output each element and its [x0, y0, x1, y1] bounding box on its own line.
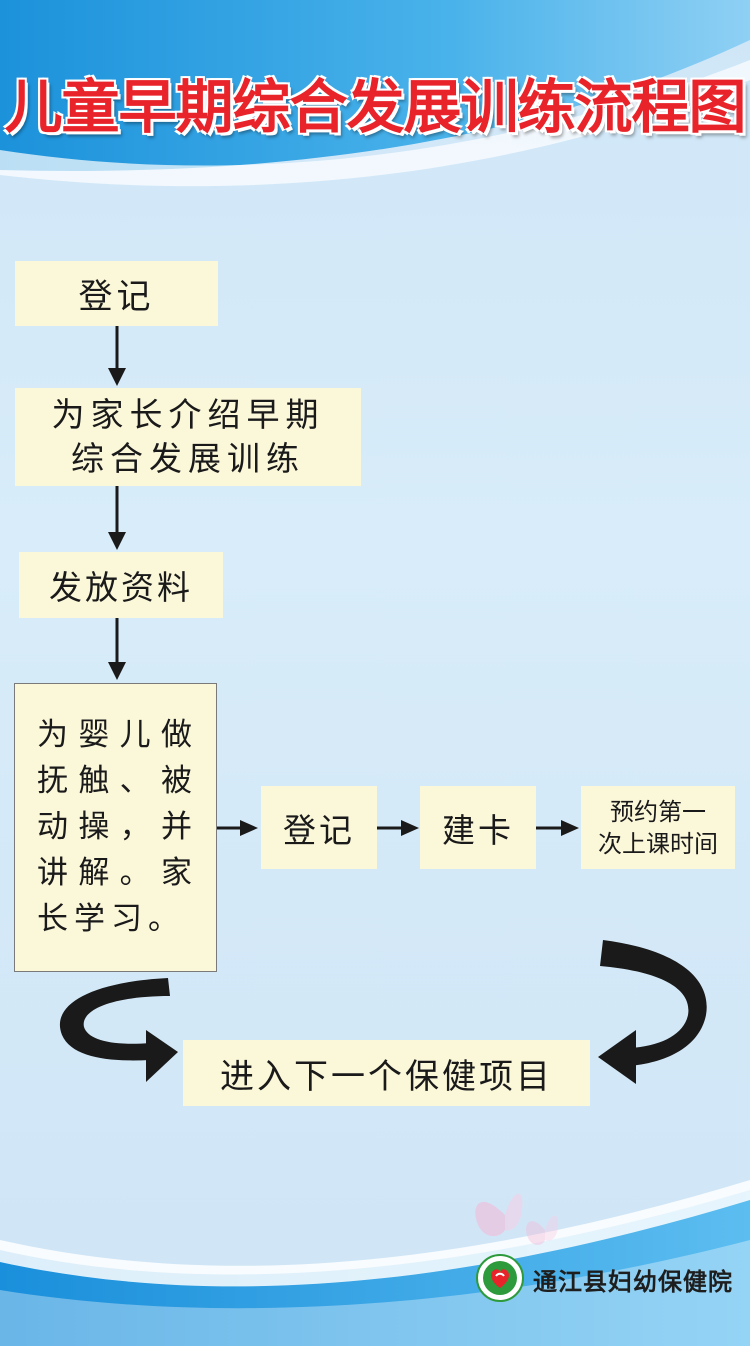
page-title: 儿童早期综合发展训练流程图	[4, 73, 746, 141]
step-appointment: 预约第一 次上课时间	[581, 786, 735, 869]
step-create-card: 建卡	[420, 786, 536, 869]
butterfly-icon	[475, 1193, 523, 1237]
step-intro-parents: 为家长介绍早期 综合发展训练	[15, 388, 361, 486]
butterfly-icon	[525, 1215, 559, 1245]
step-register-2: 登记	[261, 786, 377, 869]
step-distribute-materials: 发放资料	[19, 552, 223, 618]
curved-arrow-left	[59, 978, 178, 1082]
organization-name: 通江县妇幼保健院	[533, 1268, 733, 1296]
top-wave	[0, 0, 750, 171]
step-intro-line1: 为家长介绍早期	[51, 395, 325, 434]
step-baby-massage: 为婴儿做抚触、被动操，并讲解。家长学习。	[14, 683, 217, 972]
step-appointment-line1: 预约第一	[610, 797, 706, 826]
step-next-project: 进入下一个保健项目	[183, 1040, 590, 1106]
step-intro-line2: 综合发展训练	[71, 439, 305, 478]
curved-arrow-right	[598, 940, 707, 1084]
hospital-logo-icon	[476, 1254, 524, 1302]
step-appointment-line2: 次上课时间	[598, 829, 718, 858]
step-register: 登记	[15, 261, 218, 326]
